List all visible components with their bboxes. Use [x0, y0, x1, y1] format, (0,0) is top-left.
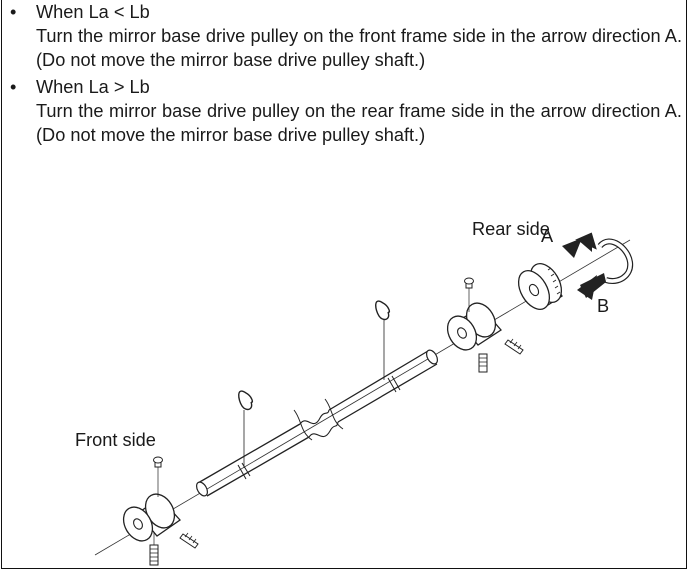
bullet-marker: •: [10, 77, 17, 97]
rear-drive-pulley: [517, 263, 563, 310]
bullet-item-la-greater-than-lb: • When La > Lb Turn the mirror base driv…: [10, 75, 682, 147]
bullet-body: Turn the mirror base drive pulley on the…: [36, 101, 682, 145]
rear-pulley-hub: [446, 277, 524, 373]
bullet-body: Turn the mirror base drive pulley on the…: [36, 26, 682, 70]
bullet-item-la-less-than-lb: • When La < Lb Turn the mirror base driv…: [10, 0, 682, 72]
rear-side-label: Rear side: [472, 219, 550, 239]
pulley-shaft: [195, 349, 439, 497]
arrow-a-label: A: [541, 226, 554, 246]
front-pulley-hub: [122, 456, 199, 566]
rotation-arrow-a: [562, 232, 634, 284]
arrow-b-label: B: [597, 296, 610, 316]
bullet-marker: •: [10, 2, 17, 22]
e-ring-center: [375, 300, 391, 380]
bullet-heading: When La > Lb: [36, 77, 150, 97]
bullet-heading: When La < Lb: [36, 2, 150, 22]
e-ring-left: [238, 390, 254, 468]
rotation-arrow-b: [577, 273, 606, 300]
front-side-label: Front side: [75, 430, 156, 450]
